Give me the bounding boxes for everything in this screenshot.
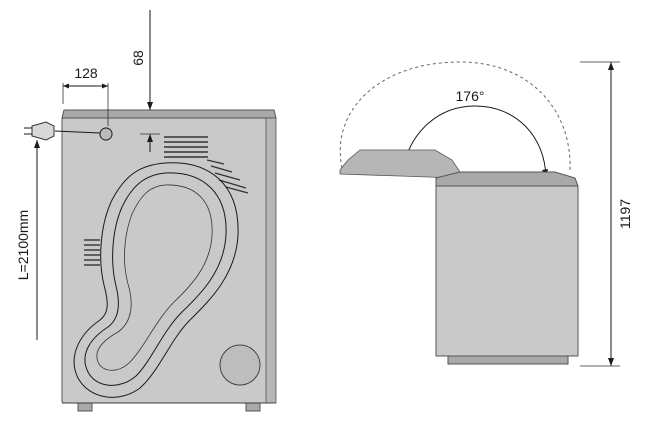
cord-inlet <box>99 127 113 141</box>
rear-view: 128 68 L=2100mm <box>15 10 277 412</box>
air-duct-core <box>96 184 213 371</box>
door-swing-arc <box>339 61 571 171</box>
foot-left <box>77 402 93 412</box>
door-angle-label: 176° <box>456 88 485 104</box>
open-lid <box>339 149 461 179</box>
base-plinth <box>447 355 569 365</box>
top-surface <box>435 171 579 187</box>
angle-arc <box>401 105 547 179</box>
side-view: 176° 1197 <box>339 61 633 367</box>
drain-port <box>219 344 261 386</box>
dimension-1197: 1197 <box>580 61 633 367</box>
side-panel <box>435 185 579 357</box>
power-cord <box>54 130 101 134</box>
dimension-vertical-label: 68 <box>130 50 146 66</box>
foot-right <box>245 402 261 412</box>
cord-length-label: L=2100mm <box>15 210 31 280</box>
top-cover <box>61 109 277 119</box>
dimension-horizontal-label: 128 <box>74 65 98 81</box>
dimension-128: 128 <box>62 65 109 126</box>
dimension-cord-length: L=2100mm <box>15 140 40 340</box>
vent-grille-left <box>84 239 100 266</box>
vent-grille-diagonal <box>206 159 249 194</box>
air-duct-inner <box>84 172 227 386</box>
air-duct-outer <box>73 162 239 398</box>
dimension-68: 68 <box>130 10 160 152</box>
vent-grille-top <box>164 136 208 158</box>
side-strip <box>265 117 277 404</box>
plug-icon <box>24 121 55 141</box>
height-label: 1197 <box>617 199 633 229</box>
